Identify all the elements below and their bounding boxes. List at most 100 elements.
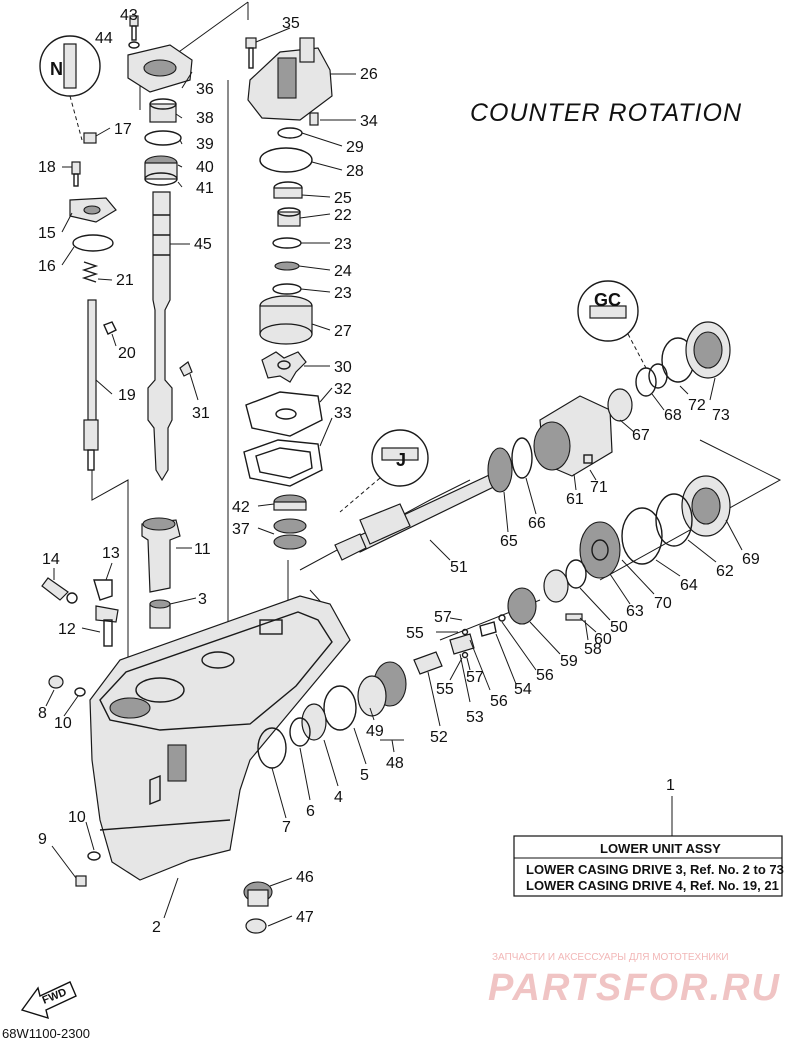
callout-19: 19 (118, 387, 136, 404)
watermark: ЗАПЧАСТИ И АКСЕССУАРЫ ДЛЯ МОТОТЕХНИКИ PA… (488, 952, 781, 1009)
callout-57: 57 (466, 669, 484, 686)
callout-37: 37 (232, 521, 250, 538)
callout-48: 48 (386, 755, 404, 772)
callout-12: 12 (58, 621, 76, 638)
callout-41: 41 (196, 180, 214, 197)
callout-13: 13 (102, 545, 120, 562)
info-box-line-1: LOWER CASING DRIVE 3, Ref. No. 2 to 73 (526, 862, 784, 877)
callout-23: 23 (334, 236, 352, 253)
callout-1: 1 (666, 777, 675, 794)
callout-65: 65 (500, 533, 518, 550)
callout-56: 56 (536, 667, 554, 684)
callout-34: 34 (360, 113, 378, 130)
callout-38: 38 (196, 110, 214, 127)
svg-text:J: J (396, 450, 406, 470)
callout-55: 55 (406, 625, 424, 642)
callout-69: 69 (742, 551, 760, 568)
callout-2: 2 (152, 919, 161, 936)
lower-casing (89, 595, 351, 881)
callout-72: 72 (688, 397, 706, 414)
callout-18: 18 (38, 159, 56, 176)
callout-leaders (45, 27, 743, 927)
callout-39: 39 (196, 136, 214, 153)
callout-61: 61 (566, 491, 584, 508)
parts-group-sleeves (141, 517, 181, 629)
callout-29: 29 (346, 139, 364, 156)
parts-group-water-pump: J (243, 37, 429, 550)
callout-54: 54 (514, 681, 532, 698)
callout-10: 10 (68, 809, 86, 826)
callout-42: 42 (232, 499, 250, 516)
callout-5: 5 (360, 767, 369, 784)
parts-group-shift-linkage (41, 577, 119, 887)
callout-71: 71 (590, 479, 608, 496)
callout-52: 52 (430, 729, 448, 746)
callout-23: 23 (334, 285, 352, 302)
callout-67: 67 (632, 427, 650, 444)
callout-14: 14 (42, 551, 60, 568)
callout-66: 66 (528, 515, 546, 532)
callout-43: 43 (120, 7, 138, 24)
watermark-brand: PARTSFOR.RU (488, 967, 781, 1009)
info-box-line-2: LOWER CASING DRIVE 4, Ref. No. 19, 21 (526, 878, 779, 893)
parts-group-propeller-shaft: GC (334, 280, 731, 561)
callout-32: 32 (334, 381, 352, 398)
callout-36: 36 (196, 81, 214, 98)
callout-24: 24 (334, 263, 352, 280)
callout-68: 68 (664, 407, 682, 424)
callout-25: 25 (334, 190, 352, 207)
callout-21: 21 (116, 272, 134, 289)
callout-73: 73 (712, 407, 730, 424)
callout-55: 55 (436, 681, 454, 698)
callout-40: 40 (196, 159, 214, 176)
callout-6: 6 (306, 803, 315, 820)
callout-20: 20 (118, 345, 136, 362)
callout-33: 33 (334, 405, 352, 422)
callout-17: 17 (114, 121, 132, 138)
callout-16: 16 (38, 258, 56, 275)
callout-10: 10 (54, 715, 72, 732)
callout-58: 58 (584, 641, 602, 658)
callout-28: 28 (346, 163, 364, 180)
callout-9: 9 (38, 831, 47, 848)
svg-text:N: N (50, 59, 63, 79)
callout-70: 70 (654, 595, 672, 612)
callout-8: 8 (38, 705, 47, 722)
callout-49: 49 (366, 723, 384, 740)
callout-3: 3 (198, 591, 207, 608)
info-box-heading: LOWER UNIT ASSY (600, 841, 721, 856)
callout-62: 62 (716, 563, 734, 580)
drawing-code: 68W1100-2300 (2, 1026, 90, 1041)
fwd-arrow-icon: FWD (20, 981, 77, 1020)
callout-30: 30 (334, 359, 352, 376)
callout-64: 64 (680, 577, 698, 594)
callout-22: 22 (334, 207, 352, 224)
callout-60: 60 (594, 631, 612, 648)
callout-labels: 43 44 35 26 36 38 39 40 41 17 18 15 16 2… (38, 7, 760, 936)
callout-44: 44 (95, 30, 113, 47)
svg-text:GC: GC (594, 290, 621, 310)
watermark-caption: ЗАПЧАСТИ И АКСЕССУАРЫ ДЛЯ МОТОТЕХНИКИ (492, 952, 729, 963)
callout-56: 56 (490, 693, 508, 710)
callout-57: 57 (434, 609, 452, 626)
callout-59: 59 (560, 653, 578, 670)
callout-46: 46 (296, 869, 314, 886)
callout-47: 47 (296, 909, 314, 926)
callout-31: 31 (192, 405, 210, 422)
callout-35: 35 (282, 15, 300, 32)
callout-53: 53 (466, 709, 484, 726)
callout-27: 27 (334, 323, 352, 340)
lower-unit-info-box: LOWER UNIT ASSY LOWER CASING DRIVE 3, Re… (513, 835, 784, 897)
callout-50: 50 (610, 619, 628, 636)
parts-group-gears (243, 475, 731, 934)
parts-group-shift-rod: N (39, 15, 193, 482)
callout-51: 51 (450, 559, 468, 576)
callout-15: 15 (38, 225, 56, 242)
callout-26: 26 (360, 66, 378, 83)
callout-45: 45 (194, 236, 212, 253)
callout-11: 11 (194, 541, 211, 558)
callout-7: 7 (282, 819, 291, 836)
callout-4: 4 (334, 789, 343, 806)
diagram-title: COUNTER ROTATION (470, 99, 742, 127)
